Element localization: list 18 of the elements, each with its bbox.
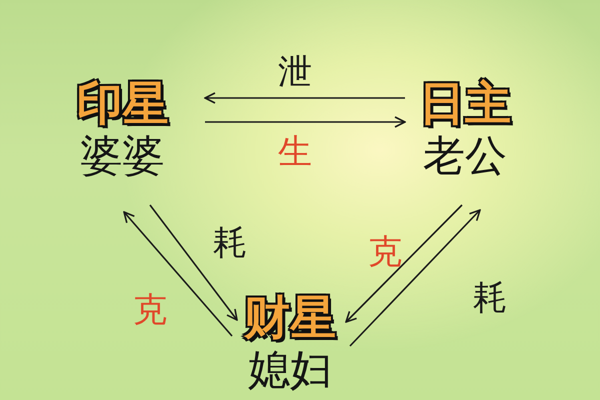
- edge-label: 耗: [473, 281, 507, 315]
- arrow: [349, 209, 481, 347]
- edge-label: 生: [278, 135, 312, 169]
- edge-label: 泄: [278, 55, 312, 89]
- edge-label: 克: [368, 235, 402, 269]
- edge-label: 耗: [213, 226, 247, 260]
- arrow: [123, 211, 233, 337]
- node-text: 媳妇: [248, 346, 332, 393]
- edge-label: 克: [133, 293, 167, 327]
- arrow: [205, 116, 406, 128]
- node-text: 婆婆: [80, 132, 164, 179]
- arrow: [149, 204, 238, 321]
- node-heading: 印星: [76, 78, 168, 129]
- node-heading: 财星: [244, 292, 336, 343]
- node-heading: 日主: [419, 78, 511, 129]
- node-text: 老公: [423, 132, 507, 179]
- arrow: [204, 92, 405, 104]
- arrow: [345, 204, 463, 323]
